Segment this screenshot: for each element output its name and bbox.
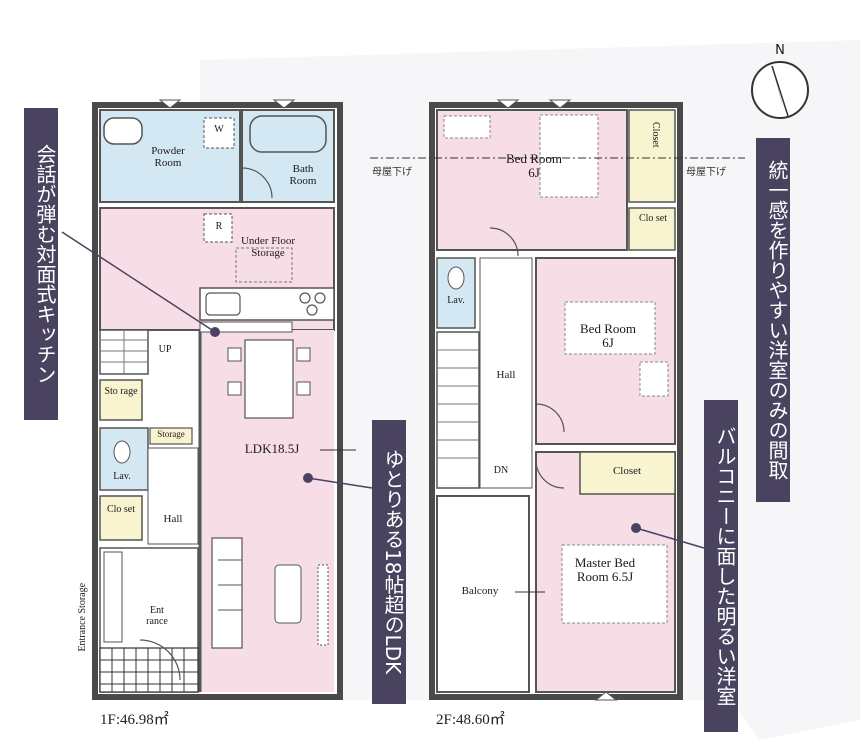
compass-icon bbox=[751, 61, 809, 119]
kitchen-bar bbox=[199, 321, 293, 333]
hall-1f-label: Hall bbox=[163, 513, 183, 525]
hall-2f bbox=[479, 257, 533, 489]
floor2-plan bbox=[370, 99, 745, 701]
up-label: UP bbox=[158, 344, 172, 355]
bathtub-icon bbox=[249, 115, 327, 153]
closet-mid-label: Closet bbox=[612, 465, 642, 477]
closet-top bbox=[628, 109, 676, 203]
entrance-storage-label: Entrance Storage bbox=[76, 582, 88, 652]
master-bed-icon bbox=[561, 544, 668, 624]
stove-icon bbox=[306, 304, 318, 316]
hall-2f-label: Hall bbox=[496, 369, 516, 381]
dn-label: DN bbox=[493, 465, 509, 476]
closet-1f-label: Clo set bbox=[106, 504, 136, 515]
floor2-caption: 2F:48.60㎡ bbox=[436, 712, 505, 728]
lav-2f-label: Lav. bbox=[447, 295, 465, 306]
sofa-icon bbox=[211, 537, 243, 649]
coffee-table-icon bbox=[274, 564, 302, 624]
entrance-storage bbox=[103, 551, 123, 643]
lav-1f-label: Lav. bbox=[113, 471, 131, 482]
entrance-door-icon bbox=[139, 639, 181, 681]
entrance-label: Ent rance bbox=[146, 605, 168, 627]
balcony bbox=[436, 495, 530, 693]
callout-balcony: バルコニーに面した明るい洋室 bbox=[704, 400, 738, 732]
eaves-label-left: 母屋下げ bbox=[372, 167, 412, 178]
ldk-label: LDK18.5J bbox=[244, 441, 300, 456]
stairs-2f bbox=[436, 331, 480, 489]
bed1-icon bbox=[539, 114, 599, 198]
floor1-caption: 1F:46.98㎡ bbox=[100, 712, 169, 728]
desk2-icon bbox=[639, 361, 669, 397]
kitchen-sink-icon bbox=[205, 292, 241, 316]
compass-north-label: N bbox=[775, 43, 785, 58]
master-bedroom-label: Master Bed Room 6.5J bbox=[574, 555, 636, 584]
tv-board-icon bbox=[317, 564, 329, 646]
callout-rooms: 統一感を作りやすい洋室のみの間取 bbox=[756, 138, 790, 502]
hall-1f bbox=[147, 447, 199, 545]
closet-small bbox=[628, 207, 676, 251]
callout-ldk: ゆとりある18帖超のLDK bbox=[372, 420, 406, 704]
storage-left-label: Sto rage bbox=[104, 386, 138, 397]
entrance-tile bbox=[99, 647, 199, 693]
bedroom-1-label: Bed Room 6J bbox=[506, 151, 562, 180]
kitchen-callout-line bbox=[61, 231, 216, 333]
storage-left bbox=[99, 379, 143, 421]
closet-1f bbox=[99, 495, 143, 541]
callout-kitchen: 会話が弾む対面式キッチン bbox=[24, 108, 58, 420]
floor1-plan bbox=[92, 99, 356, 700]
fridge-label: R bbox=[215, 221, 223, 232]
storage-small bbox=[149, 427, 193, 445]
eaves-label-right: 母屋下げ bbox=[686, 167, 726, 178]
bed2-icon bbox=[564, 301, 656, 355]
fridge-icon bbox=[203, 213, 233, 243]
closet-top-label: Closet bbox=[650, 122, 661, 148]
washer-label: W bbox=[214, 124, 224, 135]
bath-door-icon bbox=[241, 167, 273, 199]
under-floor-storage bbox=[235, 247, 293, 283]
balcony-callout-line bbox=[635, 527, 705, 549]
bath-room-label: Bath Room bbox=[289, 163, 317, 187]
desk1-icon bbox=[443, 115, 491, 139]
toilet-icon bbox=[113, 440, 131, 464]
powder-sink-icon bbox=[103, 117, 143, 145]
dining-table-icon bbox=[244, 339, 294, 419]
ldk-callout-line bbox=[307, 477, 373, 489]
washer-icon bbox=[203, 117, 235, 149]
balcony-label: Balcony bbox=[461, 585, 499, 597]
powder-room-label: Powder Room bbox=[151, 145, 185, 169]
bedroom-2-label: Bed Room 6J bbox=[580, 321, 636, 350]
under-floor-storage-label: Under Floor Storage bbox=[240, 235, 296, 259]
storage-small-label: Storage bbox=[157, 429, 185, 439]
closet-small-label: Clo set bbox=[638, 213, 668, 224]
